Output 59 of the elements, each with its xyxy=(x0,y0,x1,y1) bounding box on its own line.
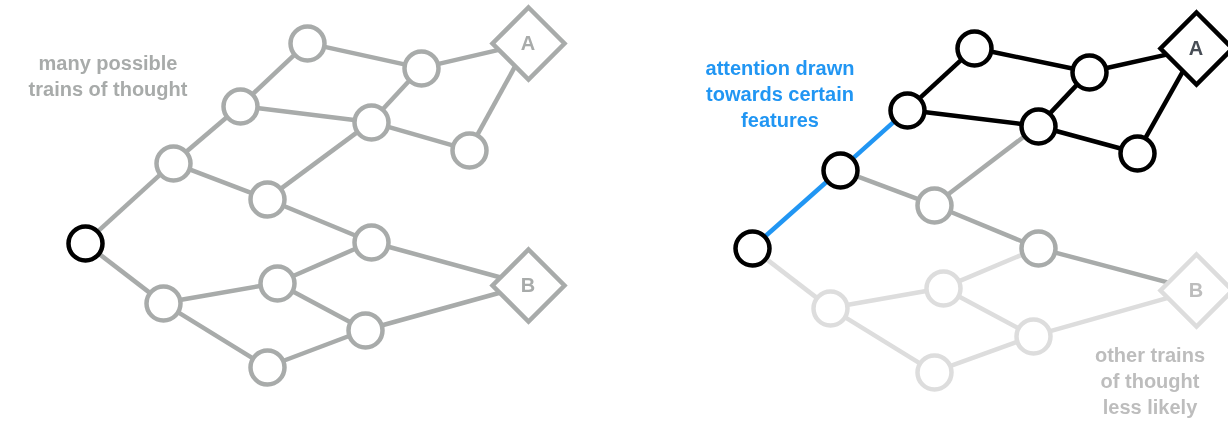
connector-line xyxy=(917,57,964,101)
connector-line xyxy=(323,44,405,67)
connector-line xyxy=(855,173,919,202)
connector-line xyxy=(949,339,1018,369)
connector-line xyxy=(764,256,818,300)
thought-circle xyxy=(1018,228,1058,268)
connector-line xyxy=(279,130,359,191)
thought-circle xyxy=(247,347,287,387)
annotation-text: many possible trains of thought xyxy=(27,51,189,102)
connector-line xyxy=(763,179,829,239)
thought-circle xyxy=(401,48,441,88)
thought-circle xyxy=(287,23,327,63)
connector-line xyxy=(475,65,518,137)
thought-circle xyxy=(1018,106,1058,146)
connector-line xyxy=(437,47,500,67)
connector-line xyxy=(176,310,254,360)
thought-circle xyxy=(954,28,994,68)
connector-line xyxy=(1105,52,1168,71)
thought-circle xyxy=(820,150,860,190)
connector-line xyxy=(846,288,927,308)
thought-circle xyxy=(449,130,489,170)
thought-circle xyxy=(351,222,391,262)
thought-circle xyxy=(810,288,850,328)
thought-circle xyxy=(732,228,772,268)
thought-circle xyxy=(351,102,391,142)
connector-line xyxy=(851,119,896,161)
connector-line xyxy=(1048,82,1079,116)
connector-line xyxy=(990,49,1073,71)
annotation-text: other trains of thought less likely xyxy=(1094,343,1206,420)
thought-circle xyxy=(1117,133,1157,173)
thought-circle xyxy=(247,179,287,219)
connector-line xyxy=(184,115,229,154)
end-diamond: B xyxy=(1157,251,1228,329)
thought-circle xyxy=(914,352,954,392)
connector-line xyxy=(96,172,162,234)
connector-line xyxy=(380,78,412,112)
connector-line xyxy=(188,167,252,195)
thought-circle xyxy=(887,90,927,130)
connector-line xyxy=(250,53,297,96)
thought-circle xyxy=(1013,316,1053,356)
end-diamond: A xyxy=(489,4,567,82)
connector-line xyxy=(946,134,1026,197)
connector-line xyxy=(179,283,261,303)
thought-circle xyxy=(65,223,105,263)
thought-circle xyxy=(1069,52,1109,92)
connector-line xyxy=(1143,69,1185,140)
thought-circle xyxy=(914,185,954,225)
end-diamond: B xyxy=(489,246,567,324)
thought-circle xyxy=(923,268,963,308)
connector-line xyxy=(282,333,350,364)
annotation-text: attention drawn towards certain features xyxy=(704,56,856,133)
end-diamond: A xyxy=(1157,9,1228,87)
connector-line xyxy=(843,315,921,365)
thought-circle xyxy=(345,310,385,350)
connector-line xyxy=(97,251,151,295)
thought-circle xyxy=(220,86,260,126)
thought-circle xyxy=(143,283,183,323)
thought-circle xyxy=(257,263,297,303)
thought-circle xyxy=(153,143,193,183)
